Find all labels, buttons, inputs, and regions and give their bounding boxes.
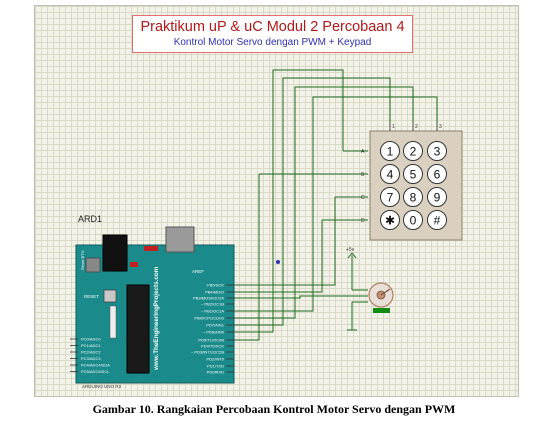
board-pin-label: PC5/ADC5/SCL bbox=[81, 369, 110, 374]
wire-row-d bbox=[232, 219, 368, 293]
keypad-col-label-1: 1 bbox=[392, 124, 395, 130]
servo-motor: +5v bbox=[346, 247, 394, 331]
servo-base bbox=[373, 308, 390, 313]
board-pin-label: PC2/ADC2 bbox=[81, 350, 101, 355]
schematic-title: Praktikum uP & uC Modul 2 Percobaan 4 bbox=[140, 19, 405, 35]
wire-row-a-top bbox=[232, 69, 344, 333]
board-pin-label: PB4/MISO bbox=[205, 290, 224, 295]
keypad-key[interactable]: ✱ bbox=[380, 210, 400, 230]
atmega-chip bbox=[126, 284, 150, 374]
wires bbox=[232, 69, 438, 341]
board-brand: www.TheEngineeringProjects.com bbox=[153, 266, 160, 371]
wire-row-c bbox=[232, 196, 368, 286]
reset-label: RESET bbox=[84, 294, 99, 299]
board-pin-label: PD1/TXD bbox=[207, 364, 224, 369]
keypad: 1 2 3 A B C D 1 2 3 4 5 6 7 8 9 ✱ 0 # bbox=[361, 123, 463, 241]
keypad-col-label-3: 3 bbox=[439, 124, 442, 130]
keypad-key-label: 5 bbox=[410, 168, 417, 182]
schematic-subtitle: Kontrol Motor Servo dengan PWM + Keypad bbox=[173, 37, 372, 48]
keypad-key-label: 3 bbox=[434, 145, 441, 159]
keypad-key[interactable]: 7 bbox=[380, 187, 400, 207]
board-pin-label: PD5/T1/OC0B bbox=[198, 338, 224, 343]
keypad-key[interactable]: # bbox=[427, 210, 447, 230]
board-pin-label: PB0/ICP1/CLKO bbox=[194, 316, 224, 321]
board-pin-label: PB5/SCK bbox=[207, 283, 224, 288]
board-pin-label: ~ PD3/INT1/OC2B bbox=[191, 350, 224, 355]
board-pin-label: PD0/RXD bbox=[207, 370, 224, 375]
board-pin-label: ~ PB2/OC1B bbox=[201, 302, 224, 307]
reset-btn-vert: Reset BTN bbox=[80, 250, 85, 270]
keypad-row-label-b: B bbox=[361, 172, 365, 178]
board-pin-label: PD2/INT0 bbox=[206, 357, 224, 362]
keypad-key[interactable]: 6 bbox=[427, 164, 447, 184]
keypad-key[interactable]: 3 bbox=[427, 141, 447, 161]
keypad-key-label: 9 bbox=[434, 191, 441, 205]
board-pin-label: PD7/AIN1 bbox=[206, 323, 225, 328]
board-pin-label: PC1/ADC1 bbox=[81, 343, 101, 348]
keypad-col-label-2: 2 bbox=[415, 124, 418, 130]
keypad-key-label: 2 bbox=[410, 145, 417, 159]
title-block: Praktikum uP & uC Modul 2 Percobaan 4 Ko… bbox=[132, 15, 413, 53]
wire-row-b bbox=[232, 173, 368, 341]
board-pin-label: PC4/ADC4/SDA bbox=[81, 363, 110, 368]
keypad-key-label: 1 bbox=[387, 145, 394, 159]
keypad-key-label: # bbox=[434, 214, 441, 228]
keypad-key[interactable]: 4 bbox=[380, 164, 400, 184]
board-pin-label: PB3/MOSI/OC2A bbox=[193, 296, 224, 301]
reset-button bbox=[103, 289, 117, 303]
keypad-key-label: ✱ bbox=[385, 214, 395, 228]
power-jack bbox=[102, 234, 128, 272]
keypad-key-label: 8 bbox=[410, 191, 417, 205]
figure-caption: Gambar 10. Rangkaian Percobaan Kontrol M… bbox=[92, 402, 456, 416]
board-model: ARDUINO UNO R3 bbox=[82, 384, 122, 389]
board-pin-label: PC0/ADC0 bbox=[81, 337, 101, 342]
keypad-key-label: 0 bbox=[410, 214, 417, 228]
keypad-key-label: 7 bbox=[387, 191, 394, 205]
keypad-key[interactable]: 2 bbox=[403, 141, 423, 161]
keypad-key[interactable]: 5 bbox=[403, 164, 423, 184]
board-pin-label: PD4/T0/XCK bbox=[201, 344, 224, 349]
board-pin-label: ~ PB1/OC1A bbox=[201, 309, 224, 314]
keypad-key[interactable]: 9 bbox=[427, 187, 447, 207]
board-pin-label: ~ PD6/AIN0 bbox=[203, 330, 225, 335]
keypad-key-label: 6 bbox=[434, 168, 441, 182]
aref-label: AREF bbox=[192, 269, 204, 274]
wire-col-1 bbox=[232, 96, 438, 312]
wire-col-2 bbox=[232, 86, 414, 319]
keypad-key[interactable]: 8 bbox=[403, 187, 423, 207]
keypad-key-label: 4 bbox=[387, 168, 394, 182]
wire-servo-pwm bbox=[232, 295, 368, 299]
servo-supply-label: +5v bbox=[346, 247, 355, 253]
board-pin-label: PC3/ADC3 bbox=[81, 356, 101, 361]
arduino-ref-label: ARD1 bbox=[78, 214, 102, 224]
arduino-board: ARD1 RESET Reset BTN www.TheEngineeringP… bbox=[70, 214, 235, 389]
keypad-key[interactable]: 0 bbox=[403, 210, 423, 230]
arduino-pcb bbox=[75, 244, 235, 384]
keypad-row-label-a: A bbox=[361, 149, 365, 155]
usb-connector bbox=[165, 226, 195, 253]
wire-junction bbox=[276, 260, 280, 264]
wire-col-3 bbox=[232, 77, 391, 326]
keypad-key[interactable]: 1 bbox=[380, 141, 400, 161]
keypad-row-label-d: D bbox=[361, 218, 365, 224]
keypad-row-label-c: C bbox=[361, 195, 365, 201]
